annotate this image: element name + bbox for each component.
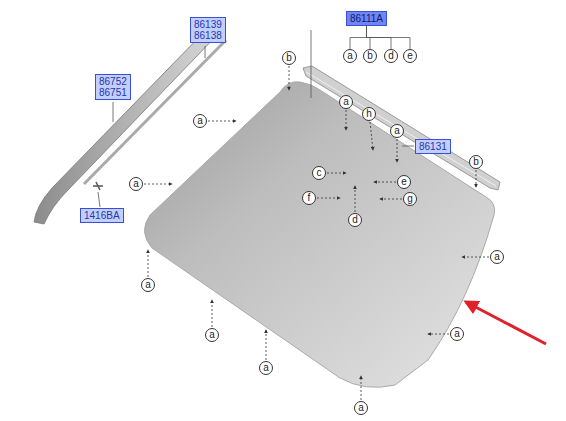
- callout-circle: a: [450, 327, 464, 341]
- callout-circle: g: [403, 192, 417, 206]
- top-molding: [303, 66, 500, 190]
- pillar-inner-molding: [84, 40, 226, 184]
- part-number: 86131: [419, 141, 447, 152]
- part-number-box: 8675286751: [95, 74, 131, 100]
- part-number-box: 86131: [415, 139, 451, 154]
- callout-circle: a: [129, 177, 143, 191]
- callout-letter: a: [206, 329, 218, 341]
- callout-circle: h: [362, 107, 376, 121]
- windshield-glass: [144, 82, 494, 388]
- callout-letter: a: [142, 279, 154, 291]
- bracket-connector: [350, 26, 367, 49]
- callout-letter: b: [364, 50, 376, 62]
- callout-circle: e: [403, 49, 417, 63]
- leader-lines: [98, 30, 414, 207]
- callout-letter: h: [363, 108, 375, 120]
- callout-letter: d: [349, 214, 361, 226]
- callout-letter: a: [491, 251, 503, 263]
- part-number: 1416BA: [84, 210, 120, 221]
- part-number-box: 86111A: [346, 11, 387, 26]
- callout-circle: a: [343, 49, 357, 63]
- callout-leaders: [144, 66, 489, 400]
- part-number: 86111A: [350, 13, 383, 24]
- part-number-box: 1416BA: [80, 208, 124, 223]
- bracket-connector: [367, 26, 411, 49]
- callout-letter: a: [355, 402, 367, 414]
- callout-circle: a: [490, 250, 504, 264]
- part-number: 86138: [194, 30, 222, 41]
- callout-letter: e: [398, 176, 410, 188]
- callout-circle: a: [193, 114, 207, 128]
- callout-circle: a: [339, 95, 353, 109]
- callout-circle: b: [363, 49, 377, 63]
- callout-circle: b: [469, 155, 483, 169]
- callout-letter: a: [451, 328, 463, 340]
- callout-letter: a: [130, 178, 142, 190]
- callout-letter: a: [391, 125, 403, 137]
- callout-letter: g: [404, 193, 416, 205]
- callout-circle: a: [259, 361, 273, 375]
- callout-letter: a: [344, 50, 356, 62]
- pointer-arrow: [466, 302, 546, 344]
- callout-letter: b: [470, 156, 482, 168]
- clip: [93, 182, 103, 190]
- part-number: 86751: [99, 87, 127, 98]
- callout-circle: e: [397, 175, 411, 189]
- callout-letter: d: [385, 50, 397, 62]
- callout-circle: f: [302, 191, 316, 205]
- callout-circle: c: [312, 166, 326, 180]
- callout-letter: e: [404, 50, 416, 62]
- callout-letter: a: [260, 362, 272, 374]
- callout-circle: b: [282, 51, 296, 65]
- callout-letter: f: [303, 192, 315, 204]
- callout-circle: a: [205, 328, 219, 342]
- callout-circle: a: [354, 401, 368, 415]
- part-number: 86752: [99, 76, 127, 87]
- part-number-box: 8613986138: [190, 17, 226, 43]
- callout-letter: c: [313, 167, 325, 179]
- part-number: 86139: [194, 19, 222, 30]
- callout-letter: b: [283, 52, 295, 64]
- pillar-molding: [34, 25, 220, 224]
- callout-circle: a: [141, 278, 155, 292]
- callout-circle: d: [384, 49, 398, 63]
- callout-circle: a: [390, 124, 404, 138]
- callout-letter: a: [194, 115, 206, 127]
- callout-letter: a: [340, 96, 352, 108]
- callout-circle: d: [348, 213, 362, 227]
